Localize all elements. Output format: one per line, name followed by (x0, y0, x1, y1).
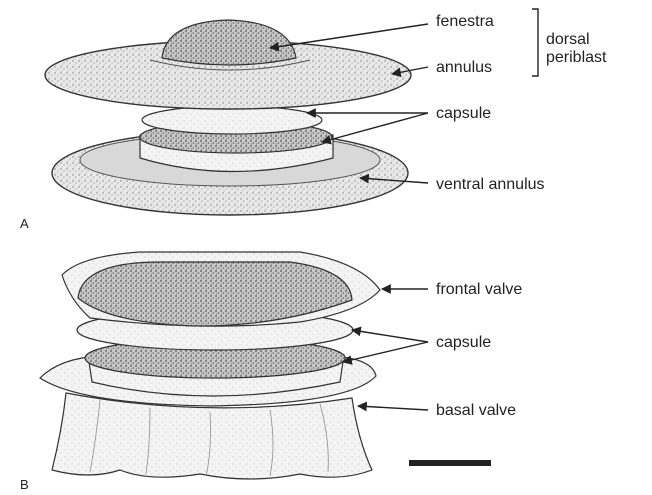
label-fenestra: fenestra (436, 13, 494, 30)
fenestra-dome (162, 20, 296, 65)
label-periblast: periblast (546, 49, 607, 66)
label-ventral-annulus: ventral annulus (436, 176, 545, 193)
scale-bar (409, 460, 491, 466)
capsule-b-leader-lower (343, 342, 428, 362)
label-capsule-b: capsule (436, 334, 491, 351)
label-basal-valve: basal valve (436, 402, 516, 419)
capsule-b-leader-upper (352, 330, 428, 342)
basal-valve-leader (358, 406, 428, 410)
label-capsule-a: capsule (436, 105, 491, 122)
label-frontal-valve: frontal valve (436, 281, 522, 298)
dorsal-periblast-bracket (532, 9, 538, 76)
fenestra-leader (270, 24, 428, 48)
panel-b-drawing (40, 252, 491, 479)
label-annulus: annulus (436, 59, 492, 76)
capsule-leader-lower (322, 113, 428, 142)
panel-letter-b: B (20, 477, 29, 492)
panel-letter-a: A (20, 216, 29, 231)
capsule-top (142, 106, 322, 134)
label-dorsal: dorsal (546, 31, 590, 48)
